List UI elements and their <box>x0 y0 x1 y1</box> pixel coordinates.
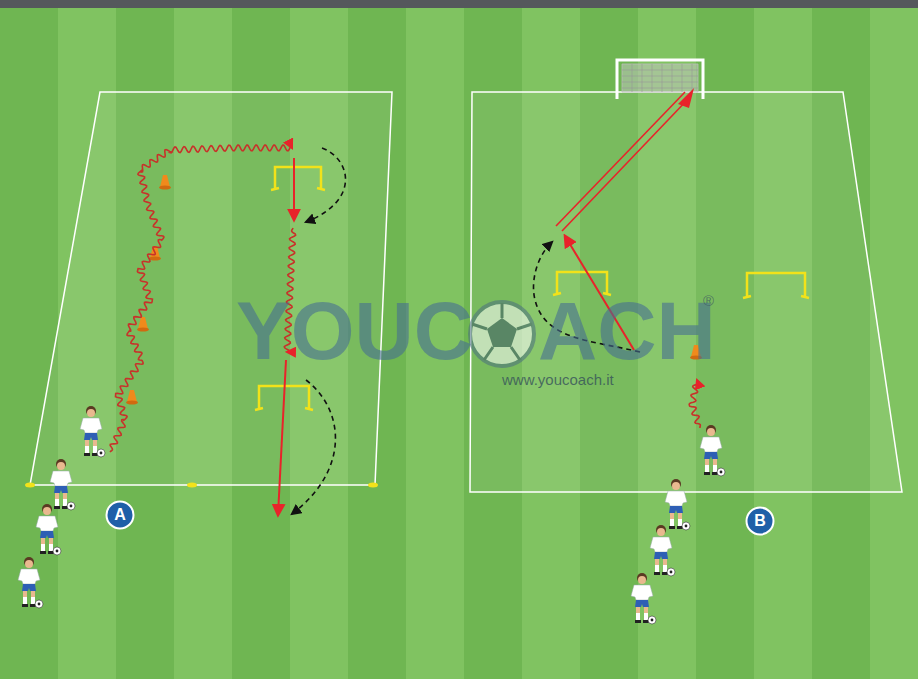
group-letter: A <box>114 507 126 523</box>
badge-circle-shape <box>107 502 134 529</box>
watermark-text: YOUC <box>236 290 473 372</box>
group-badge: A <box>105 500 135 530</box>
badge-circle-shape <box>747 508 774 535</box>
registered-mark: ® <box>703 293 714 308</box>
watermark-text: ACH <box>538 290 716 372</box>
group-letter: B <box>754 513 766 529</box>
group-badge: B <box>745 506 775 536</box>
watermark-url: www.youcoach.it <box>502 372 614 387</box>
